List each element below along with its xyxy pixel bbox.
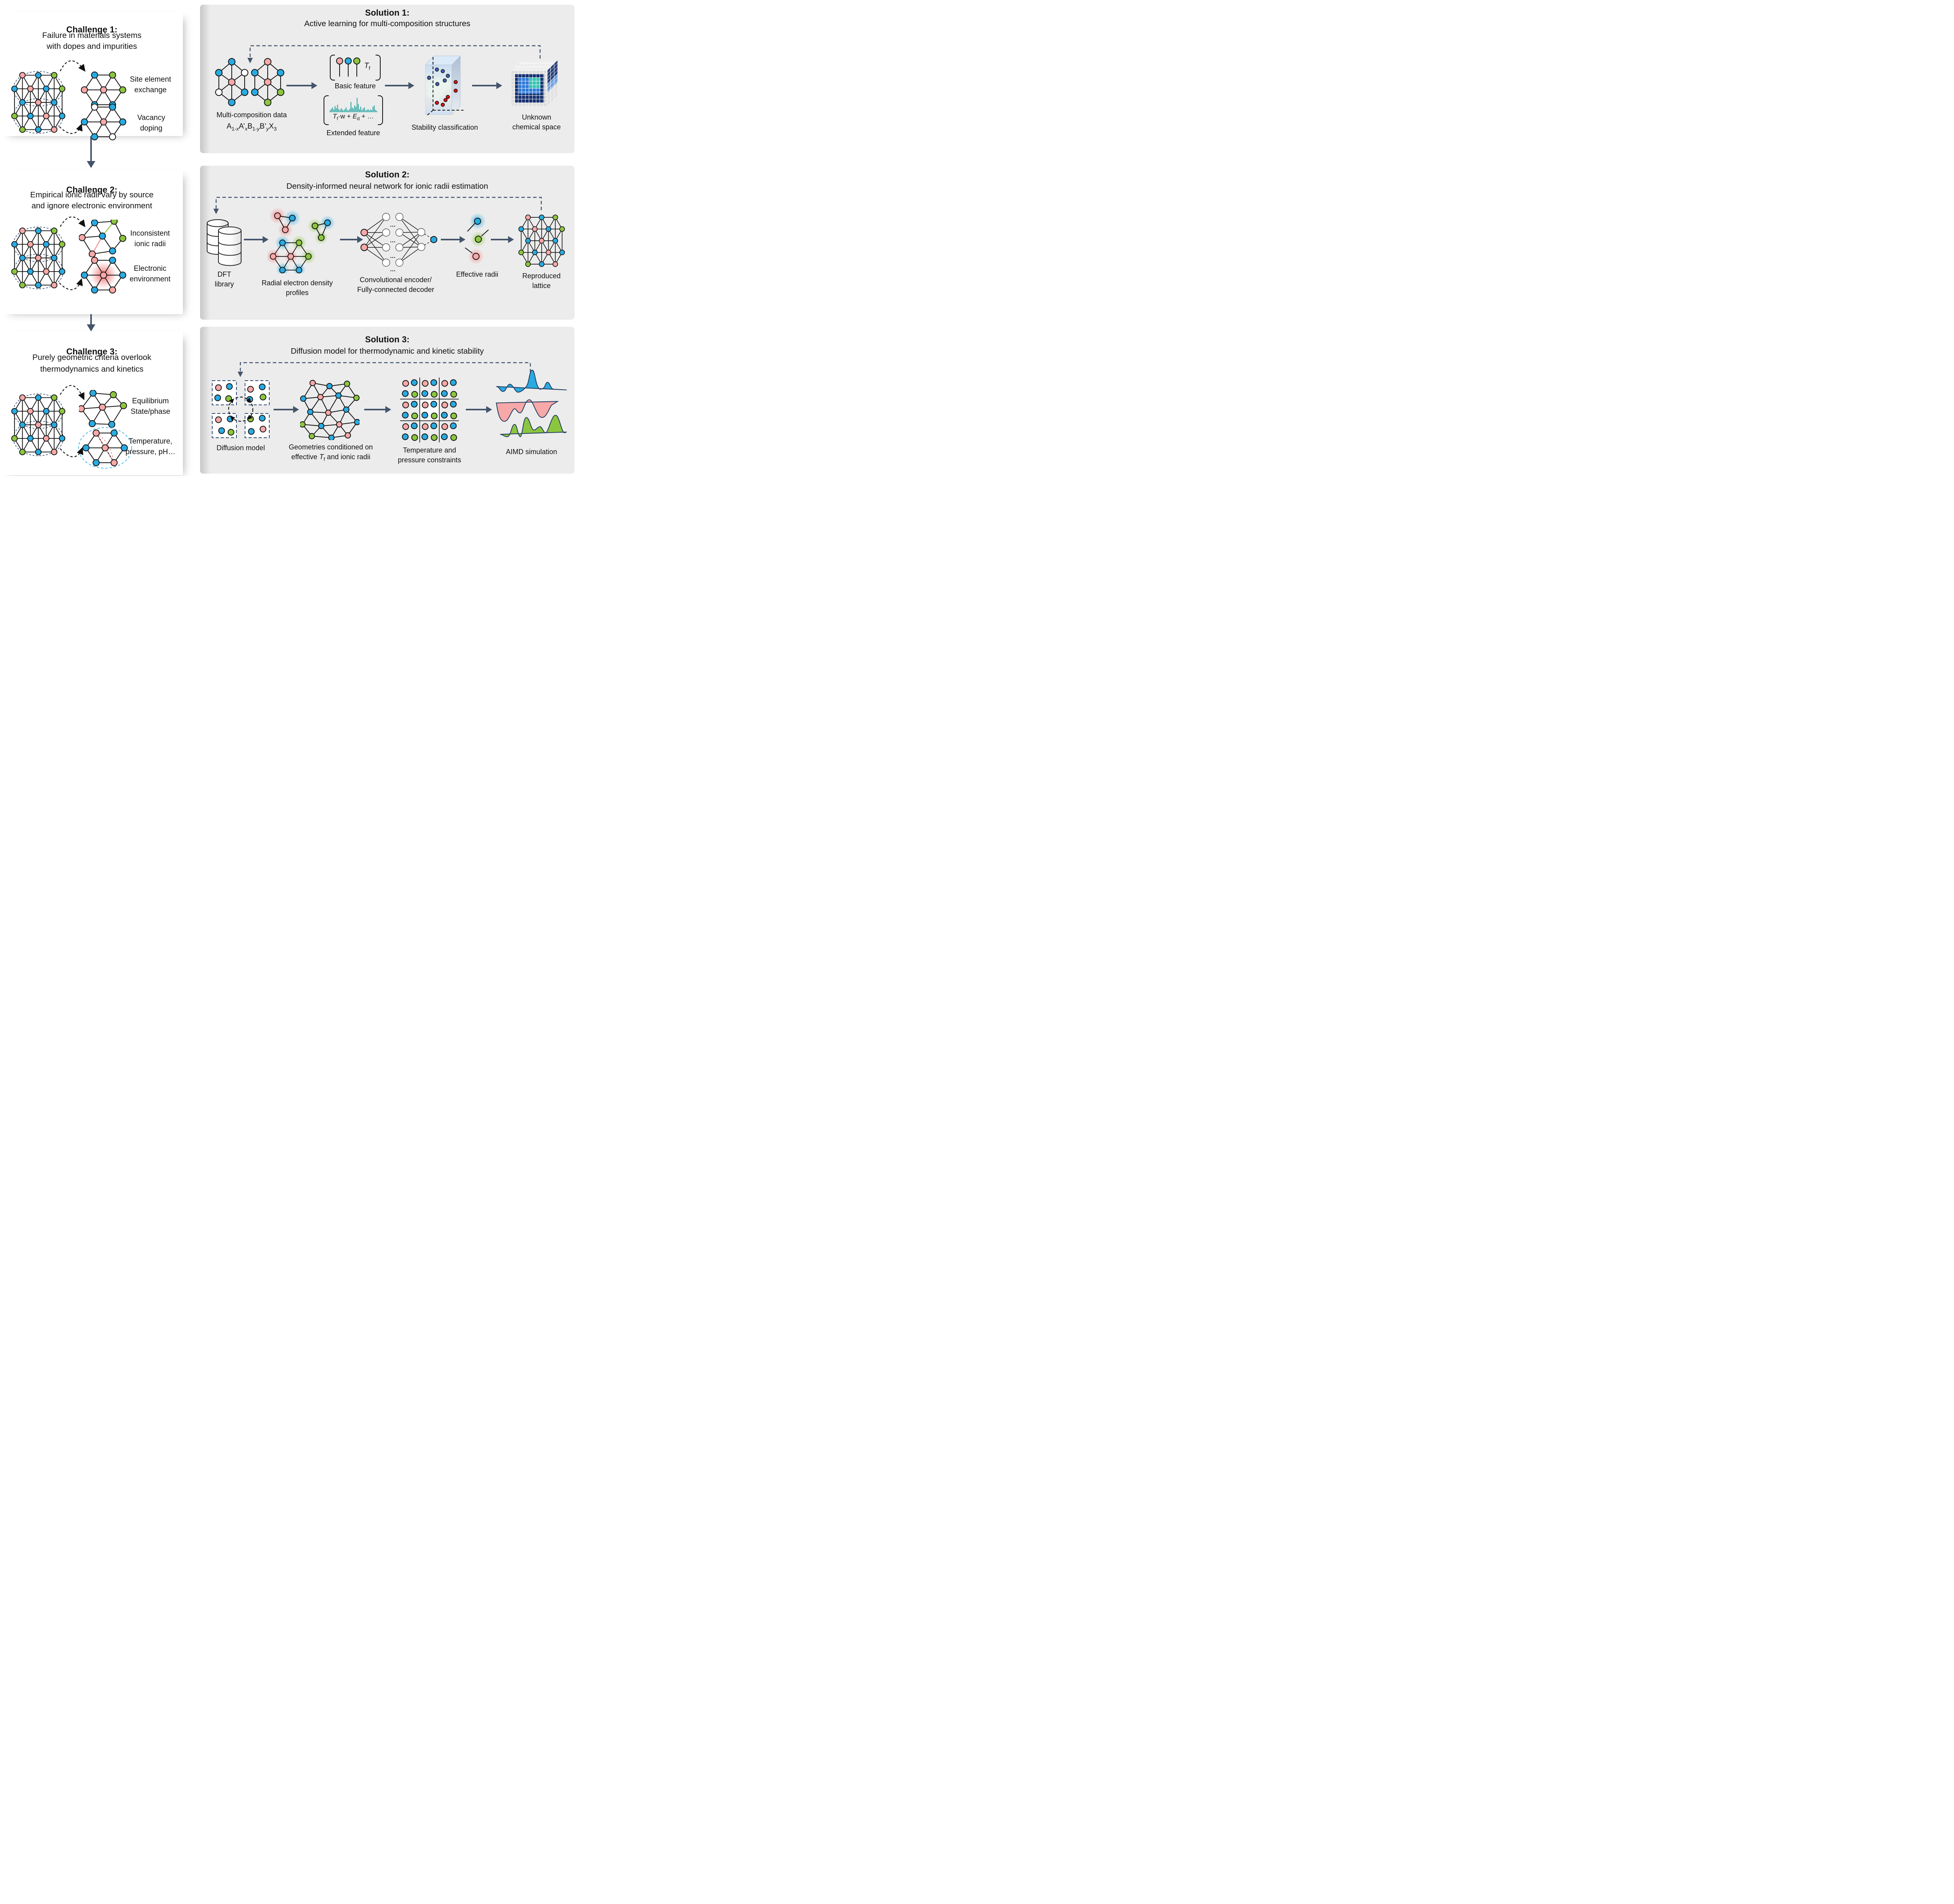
challenge-2-line1: Empirical ionic radii vary by source: [30, 190, 154, 199]
challenge-3-curved-arrows: [60, 385, 84, 458]
challenge-1-line2: with dopes and impurities: [47, 42, 137, 51]
solution-1-title: Solution 1:: [365, 8, 410, 18]
conditioned-geometry-label: Geometries conditioned on effective Tf a…: [288, 443, 373, 462]
effective-radii-label: Effective radii: [456, 270, 498, 278]
challenge-flow-arrow-2: [87, 314, 95, 331]
challenge-3-line1: Purely geometric criteria overlook: [32, 353, 152, 362]
left-bracket-icon: [330, 55, 335, 81]
constraint-grid-label: Temperature and pressure constraints: [397, 446, 462, 464]
aimd-simulation-curves: [496, 369, 567, 437]
solution-1-arrow-2: [385, 82, 414, 89]
solution-3-panel: Solution 3: Diffusion model for thermody…: [200, 327, 574, 474]
solution-2-panel: Solution 2: Density-informed neural netw…: [200, 166, 574, 320]
challenge-1-title: Challenge 1:: [66, 25, 118, 35]
solution-2-arrow-1: [244, 236, 268, 243]
temperature-ph-label: Temperature, pressure, pH…: [125, 437, 175, 456]
radial-density-profiles: [267, 208, 335, 274]
solution-1-subtitle: Active learning for multi-composition st…: [304, 19, 471, 28]
solution-3-title: Solution 3:: [365, 335, 410, 344]
challenge-1-box: Challenge 1: Failure in materials system…: [1, 12, 183, 140]
electronic-environment-hexagon: [81, 257, 126, 293]
solution-2-subtitle: Density-informed neural network for ioni…: [286, 182, 488, 191]
challenge-2-box: Challenge 2: Empirical ionic radii vary …: [1, 170, 183, 314]
inconsistent-radii-label: Inconsistent ionic radii: [130, 229, 170, 248]
solution-3-arrow-2: [364, 406, 391, 413]
challenge-3-box: Challenge 3: Purely geometric criteria o…: [1, 331, 183, 475]
right-bracket-icon: [376, 55, 381, 81]
neural-network-diagram: … … … …: [360, 213, 437, 273]
vacancy-doping-label: Vacancy doping: [137, 114, 165, 132]
challenge-1-curved-arrows: [59, 60, 86, 134]
doped-lattice-diagram: [11, 226, 66, 290]
reproduced-lattice-label: Reproduced lattice: [522, 272, 561, 290]
solution-2-title: Solution 2:: [365, 170, 410, 179]
reproduced-lattice: [518, 215, 565, 267]
encoder-decoder-label: Convolutional encoder/ Fully-connected d…: [357, 276, 435, 293]
inconsistent-radii-hexagon: [79, 220, 126, 257]
stability-classification-box: [425, 55, 463, 116]
challenge-2-title: Challenge 2:: [66, 185, 118, 195]
right-bracket-icon: [378, 95, 383, 125]
solution-2-arrow-3: [441, 236, 465, 243]
svg-text:…: …: [390, 253, 396, 259]
challenge-1-line1: Failure in materials systems: [42, 31, 142, 40]
equilibrium-hexagon: [79, 390, 127, 428]
diffusion-model-label: Diffusion model: [217, 444, 265, 452]
aimd-simulation-label: AIMD simulation: [506, 448, 557, 456]
challenge-2-line2: and ignore electronic environment: [31, 201, 152, 210]
left-bracket-icon: [324, 95, 329, 125]
svg-text:…: …: [390, 222, 396, 228]
solution-3-arrow-1: [274, 406, 299, 413]
basic-feature-label: Basic feature: [335, 82, 376, 90]
conditioned-geometry-network: [300, 380, 360, 440]
solution-3-subtitle: Diffusion model for thermodynamic and ki…: [290, 347, 484, 356]
solution-2-arrow-2: [340, 236, 363, 243]
figure-canvas: Challenge 1: Failure in materials system…: [0, 0, 577, 476]
histogram-icon: [329, 98, 377, 113]
vacancy-doping-hexagon: [81, 104, 126, 140]
element-pins-icon: [336, 57, 360, 77]
solution-2-arrow-4: [491, 236, 514, 243]
unknown-space-label: Unknown chemical space: [512, 113, 561, 131]
multi-composition-caption: Multi-composition data: [216, 111, 287, 119]
challenge-2-curved-arrows: [59, 216, 86, 290]
challenge-flow-arrow-1: [87, 136, 95, 168]
composition-formula: A1-xA’xB1-yB’yX3: [226, 122, 277, 132]
site-exchange-label: Site element exchange: [130, 75, 171, 94]
challenge-3-title: Challenge 3:: [66, 347, 118, 357]
tolerance-factor-symbol: Tf: [364, 62, 370, 71]
radial-density-label: Radial electron density profiles: [261, 279, 333, 297]
dft-library-label: DFT library: [215, 270, 234, 288]
effective-radii-icons: [465, 213, 489, 264]
chemical-space-cube: [512, 60, 558, 106]
constraint-grid: [400, 378, 459, 442]
electronic-environment-label: Electronic environment: [129, 265, 171, 283]
extended-formula: Tf·w + Ed + …: [333, 113, 374, 122]
solution-1-arrow-3: [472, 82, 502, 89]
doped-lattice-diagram: [11, 393, 66, 456]
basic-feature-group: Tf: [330, 55, 381, 81]
stability-classification-label: Stability classification: [411, 123, 478, 131]
diffusion-model-diagram: [212, 380, 270, 438]
equilibrium-label: Equilibrium State/phase: [131, 397, 170, 416]
challenge-3-line2: thermodynamics and kinetics: [40, 365, 144, 374]
extended-feature-label: Extended feature: [326, 129, 380, 137]
svg-text:…: …: [390, 237, 396, 244]
svg-text:…: …: [390, 266, 396, 273]
solution-1-panel: Solution 1: Active learning for multi-co…: [200, 5, 574, 153]
database-icon: [207, 219, 242, 266]
solution-1-arrow-1: [286, 82, 317, 89]
solution-3-arrow-3: [466, 406, 492, 413]
multi-composition-label: Multi-composition data A1-xA’xB1-yB’yX3: [205, 110, 299, 134]
extended-feature-group: Tf·w + Ed + …: [324, 95, 383, 125]
doped-lattice-diagram: [11, 71, 66, 134]
multi-composition-structures: [215, 58, 285, 106]
